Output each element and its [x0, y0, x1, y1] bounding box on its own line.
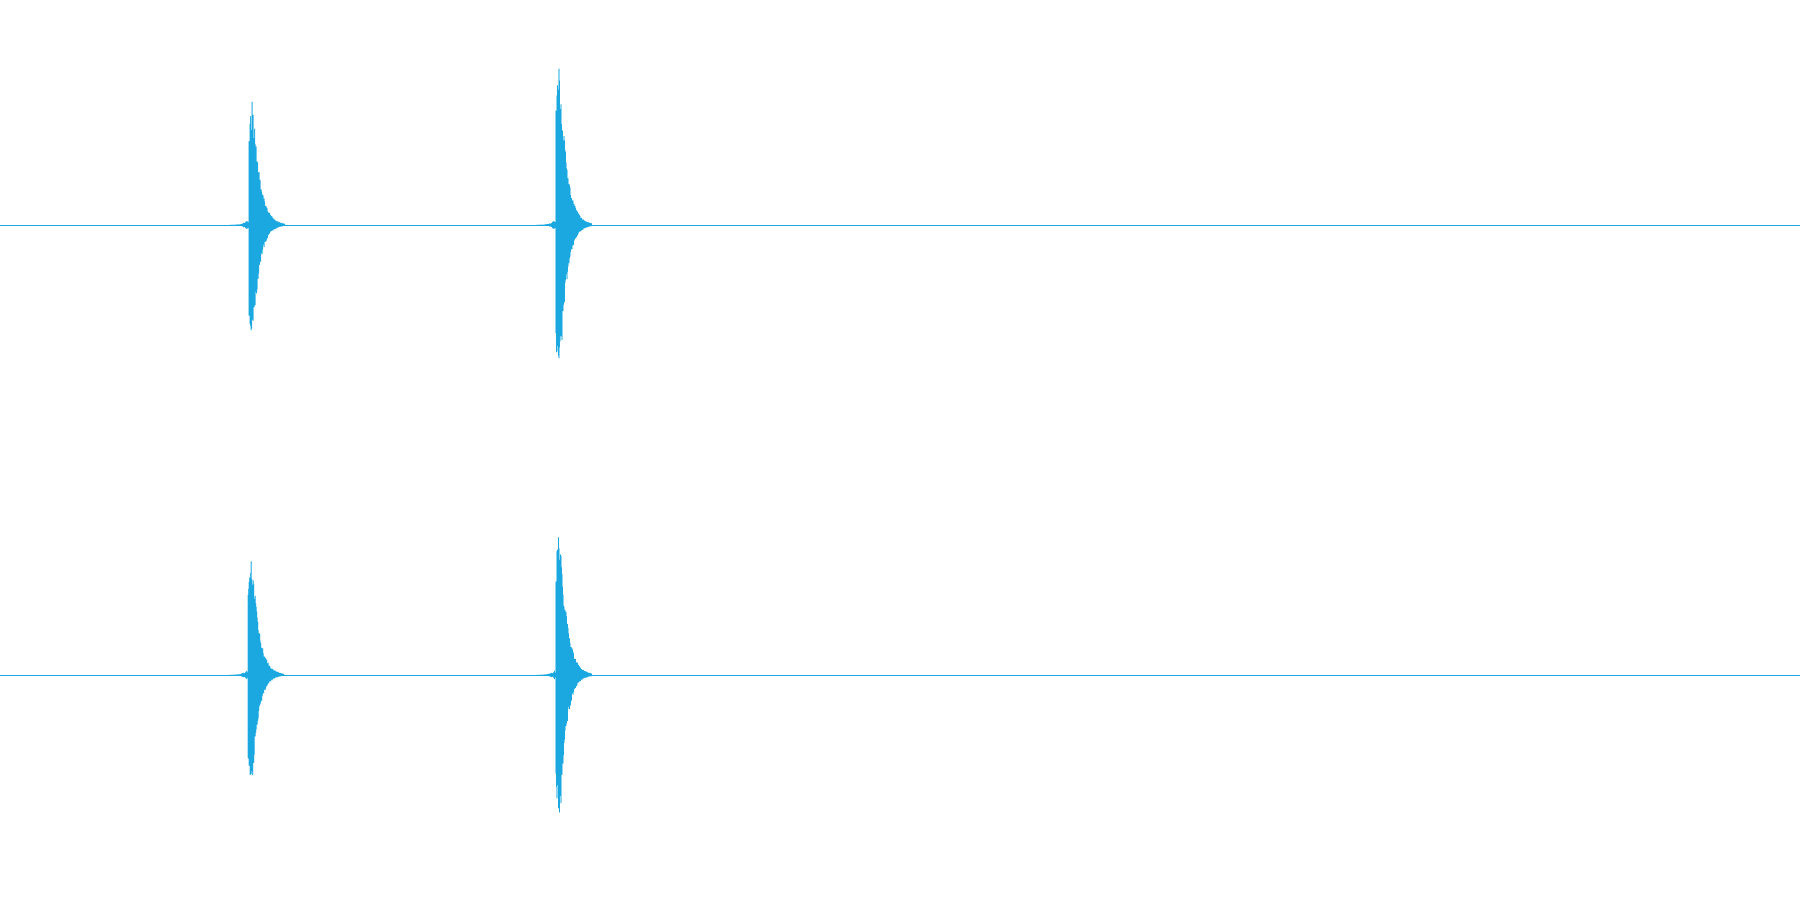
channel-2-transient-2: [536, 537, 592, 813]
channel-1-track[interactable]: [0, 68, 1800, 359]
channel-2-track[interactable]: [0, 537, 1800, 813]
channel-2-transient-1: [228, 561, 285, 776]
channel-1-transient-2: [536, 68, 592, 359]
channel-1-transient-1: [229, 101, 286, 331]
